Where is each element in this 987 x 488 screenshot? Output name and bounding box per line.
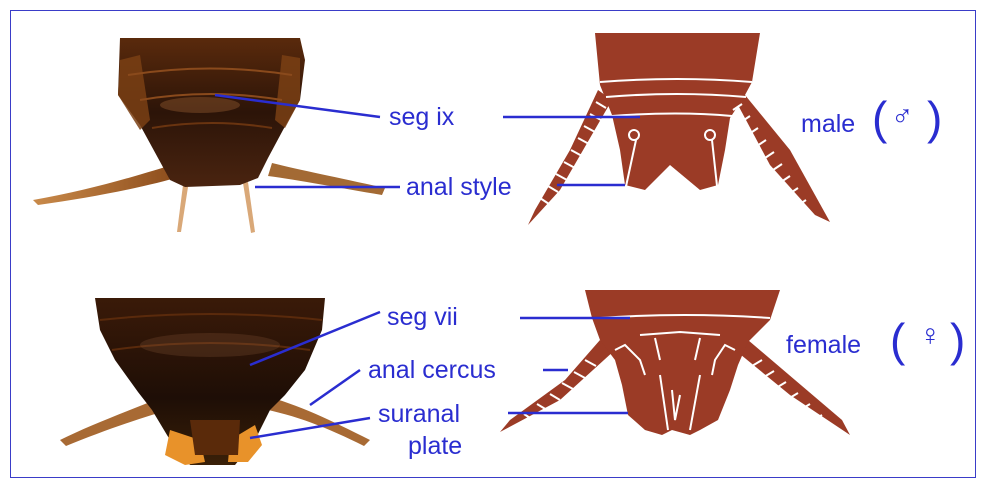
female-open-paren: (	[890, 317, 905, 363]
label-female: female	[786, 333, 861, 358]
female-photo	[60, 298, 370, 465]
male-photo-left-cercus	[33, 163, 182, 205]
female-symbol-icon: ♀	[919, 323, 942, 348]
label-suranal: suranal	[378, 402, 460, 427]
label-male: male	[801, 112, 855, 137]
male-drawing	[528, 33, 830, 225]
male-photo	[33, 38, 385, 233]
label-seg-ix: seg ix	[389, 105, 454, 130]
label-seg-vii: seg vii	[387, 305, 458, 330]
leader-anal-cercus-photo	[310, 370, 360, 405]
male-photo-right-cercus	[268, 163, 385, 195]
male-drawing-left-cercus	[528, 90, 612, 225]
label-anal-cercus: anal cercus	[368, 358, 496, 383]
male-symbol-icon: ♂	[891, 104, 914, 129]
label-anal-style: anal style	[406, 175, 512, 200]
female-close-paren: )	[950, 317, 965, 363]
male-open-paren: (	[872, 95, 887, 141]
female-drawing-left-cercus	[500, 340, 615, 432]
male-close-paren: )	[927, 95, 942, 141]
label-plate: plate	[408, 434, 462, 459]
